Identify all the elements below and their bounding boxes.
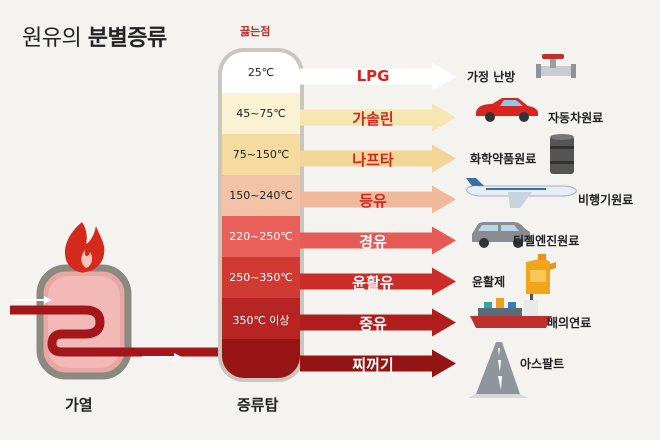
product-label: 가솔린 bbox=[352, 109, 394, 128]
tower-band-2 bbox=[222, 134, 300, 175]
use-label: 디젤엔진원료 bbox=[513, 233, 580, 248]
use-label: 아스팔트 bbox=[520, 356, 565, 371]
tower-label: 증류탑 bbox=[237, 396, 279, 414]
temperature-label: 350℃ 이상 bbox=[232, 313, 290, 327]
title-bold: 분별증류 bbox=[87, 26, 167, 51]
input-arrow-head bbox=[44, 296, 52, 304]
tower-band-5 bbox=[222, 257, 300, 298]
use-label: 가정 난방 bbox=[467, 69, 516, 84]
heater-coil bbox=[10, 305, 222, 357]
flow-arrow-7 bbox=[300, 349, 456, 378]
gas-valve-icon bbox=[536, 54, 576, 78]
use-label: 배의연료 bbox=[547, 315, 592, 330]
product-label: LPG bbox=[356, 66, 390, 85]
flow-arrow-3 bbox=[300, 185, 456, 214]
product-label: 등유 bbox=[359, 191, 387, 210]
use-label: 화학약품원료 bbox=[470, 151, 537, 166]
tower-band-6 bbox=[222, 298, 300, 339]
boiling-point-label: 끓는점 bbox=[240, 25, 271, 38]
temperature-label: 25℃ bbox=[247, 65, 275, 79]
diagram-title: 원유의 분별증류 bbox=[22, 20, 167, 52]
flow-arrow-2 bbox=[300, 144, 456, 173]
temperature-label: 250~350℃ bbox=[229, 270, 293, 284]
heater bbox=[10, 264, 222, 380]
tower-band-1 bbox=[222, 93, 300, 134]
tower-band-7 bbox=[222, 339, 300, 378]
lubricant-can-icon bbox=[526, 254, 556, 294]
flow-arrow-0 bbox=[300, 62, 456, 91]
heater-inner bbox=[48, 276, 120, 368]
ship-icon bbox=[470, 294, 552, 328]
tower-band-0 bbox=[222, 52, 300, 93]
flame-icon bbox=[64, 222, 105, 273]
flow-arrow-1 bbox=[300, 103, 456, 132]
temperature-label: 220~250℃ bbox=[229, 229, 293, 243]
product-label: 윤활유 bbox=[352, 273, 394, 292]
flow-arrow-5 bbox=[300, 267, 456, 296]
car-icon bbox=[476, 98, 538, 122]
use-label: 자동차원료 bbox=[548, 110, 604, 125]
product-label: 중유 bbox=[359, 314, 387, 333]
heater-label: 가열 bbox=[65, 396, 93, 414]
product-label: 경유 bbox=[359, 232, 387, 251]
use-label: 비행기원료 bbox=[578, 192, 634, 207]
product-label: 나프타 bbox=[352, 150, 394, 169]
temperature-label: 45~75℃ bbox=[236, 106, 286, 120]
distillation-tower bbox=[218, 48, 304, 382]
road-icon bbox=[468, 342, 528, 398]
tower-band-4 bbox=[222, 216, 300, 257]
title-normal: 원유의 bbox=[22, 26, 82, 51]
oil-barrel-icon bbox=[550, 134, 574, 174]
flow-arrow-6 bbox=[300, 308, 456, 337]
suv-icon bbox=[472, 222, 530, 248]
use-label: 윤활제 bbox=[472, 274, 506, 289]
pipe-arrow-head bbox=[174, 353, 182, 361]
airplane-icon bbox=[465, 178, 577, 208]
product-label: 찌꺼기 bbox=[352, 355, 394, 374]
temperature-label: 75~150℃ bbox=[232, 147, 290, 161]
tower-band-3 bbox=[222, 175, 300, 216]
flow-arrow-4 bbox=[300, 226, 456, 255]
temperature-label: 150~240℃ bbox=[229, 188, 293, 202]
